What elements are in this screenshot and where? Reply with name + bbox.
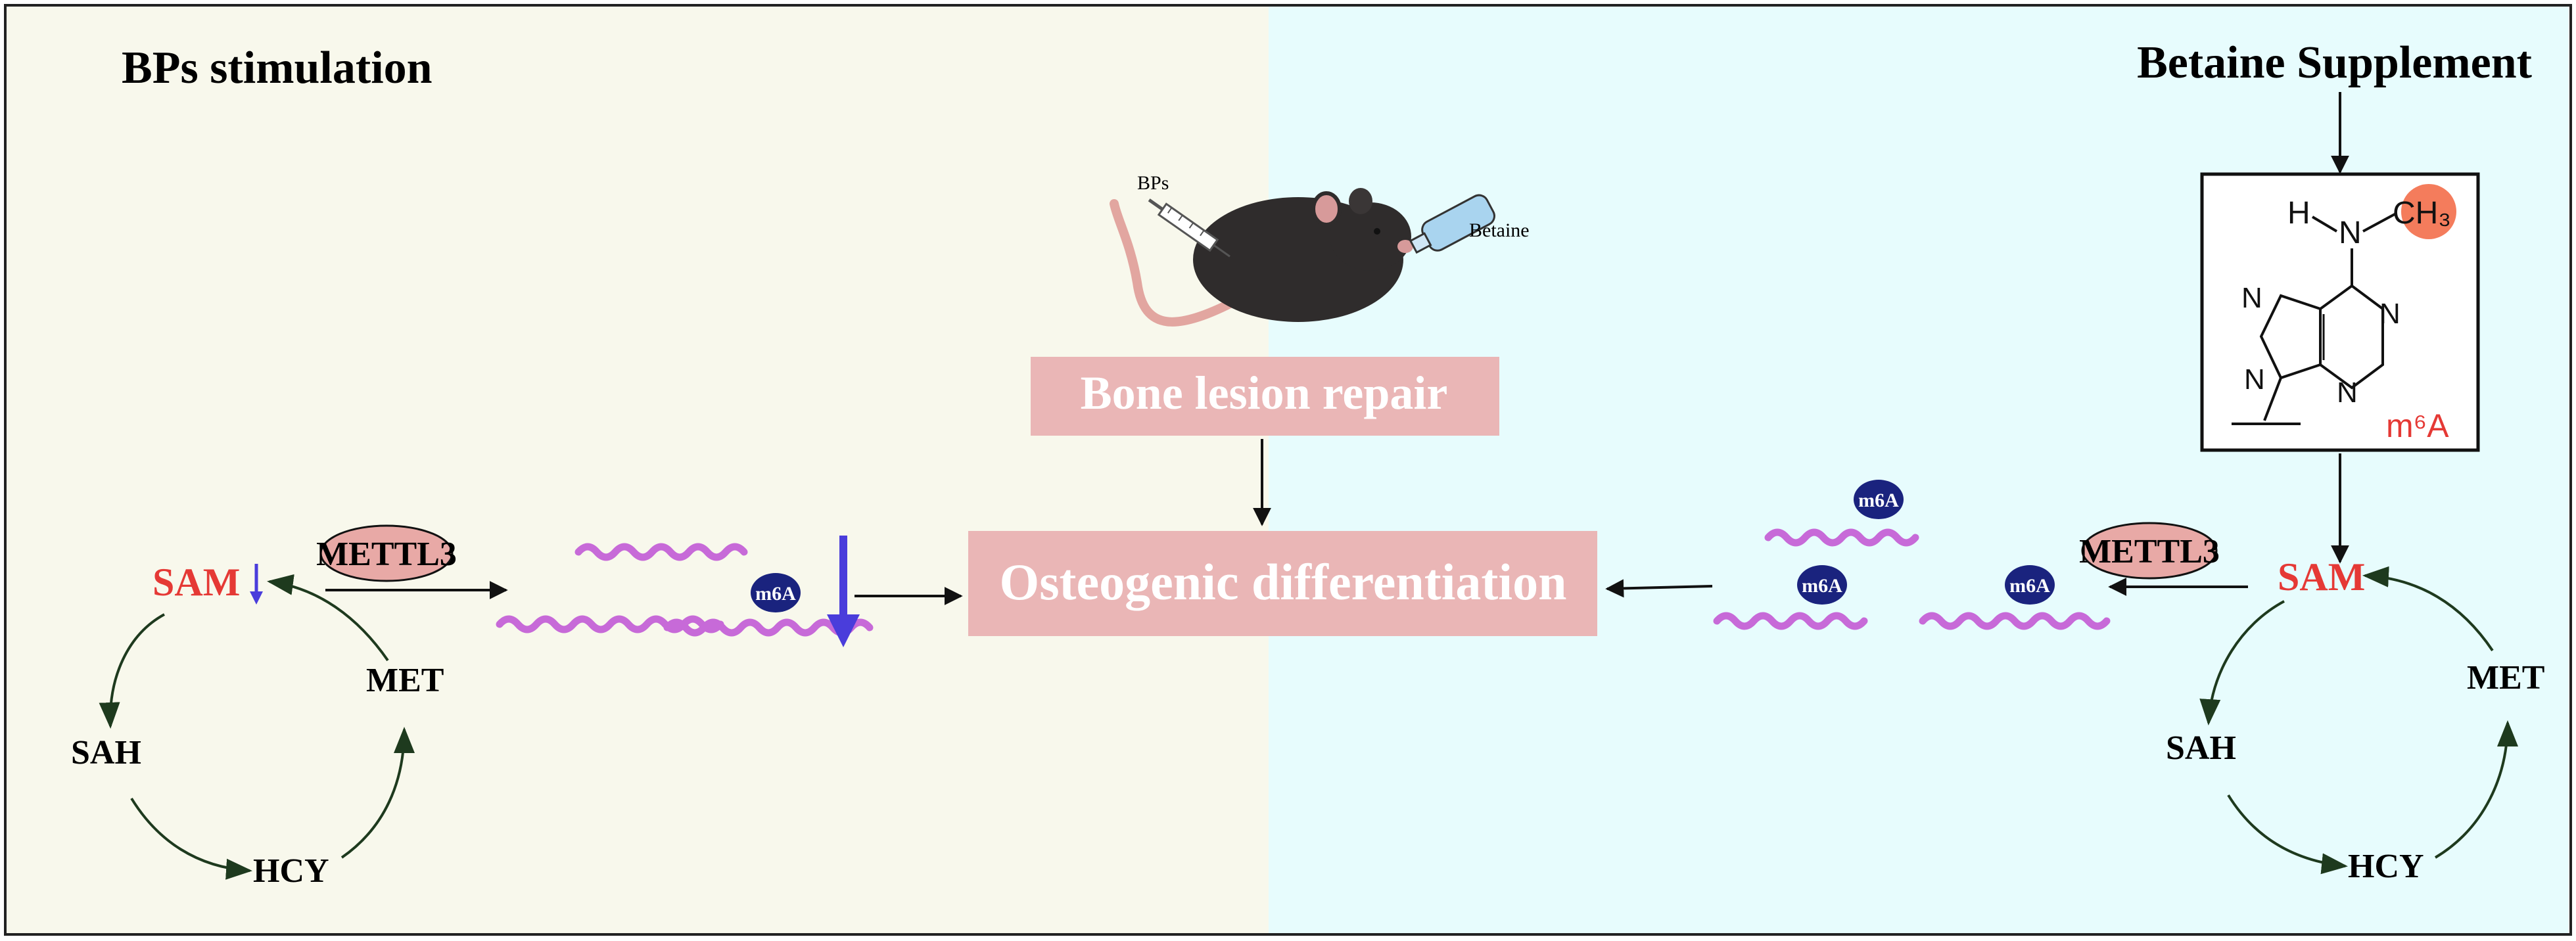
left-panel-background: [7, 7, 1269, 933]
sah-to-hcy-arrow: [130, 797, 252, 880]
m6a-badge-label: m6A: [1802, 575, 1842, 597]
met-to-sam-arrow: [267, 574, 389, 662]
bps-label: BPs: [1137, 172, 1169, 194]
right-to-osteo-arrow: [1605, 579, 1713, 598]
figure-border: [4, 4, 2572, 936]
m6a-badge-label: m6A: [1858, 490, 1899, 511]
mouse-eye: [1374, 228, 1380, 235]
left-sah-label: SAH: [71, 734, 141, 771]
right-mettl3-label: METTL3: [2079, 533, 2220, 570]
bottle-icon: [1409, 194, 1495, 254]
right-mettl3-ellipse: [2081, 522, 2218, 580]
sam-to-sah-arrow: [99, 613, 165, 729]
rna-strand: [574, 543, 748, 561]
struct-m6a-label: m⁶A: [2386, 407, 2449, 444]
struct-n-amine: N: [2339, 216, 2362, 250]
right-panel-title: Betaine Supplement: [2137, 37, 2532, 88]
left-hcy-label: HCY: [253, 852, 329, 890]
methyl-highlight: [2401, 184, 2456, 239]
struct-methyl: CH₃: [2393, 196, 2451, 231]
m6a-decrease-arrow-icon: [827, 536, 860, 647]
right-sam-cycle: SAM SAH HCY MET: [2166, 555, 2544, 885]
left-sam-label: SAM: [152, 561, 240, 604]
left-sam-cycle: SAM SAH HCY MET: [71, 561, 444, 890]
struct-ring-n: N: [2244, 363, 2265, 396]
met-to-sam-arrow: [2362, 566, 2494, 652]
syringe-icon: [1148, 198, 1230, 258]
rna-strand: [1713, 612, 1868, 630]
left-met-label: MET: [366, 662, 444, 699]
right-met-label: MET: [2467, 659, 2544, 697]
osteogenic-label: Osteogenic differentiation: [1000, 553, 1567, 610]
right-sah-label: SAH: [2166, 729, 2236, 767]
m6a-badge: [751, 573, 801, 612]
mouse-ear: [1349, 188, 1372, 214]
left-mettl3-ellipse: [319, 524, 454, 582]
betaine-label: Betaine: [1469, 219, 1530, 241]
m6a-badge-label: m6A: [755, 583, 796, 605]
struct-ring-n: N: [2241, 282, 2262, 314]
osteogenic-box: [968, 531, 1597, 636]
hcy-to-met-arrow: [2434, 720, 2518, 859]
rna-strand: [1919, 612, 2111, 630]
struct-ring-n: N: [2379, 298, 2400, 330]
bone-lesion-label: Bone lesion repair: [1081, 367, 1448, 419]
right-sam-label: SAM: [2278, 555, 2365, 599]
right-panel-background: [1269, 7, 2569, 933]
hcy-to-met-arrow: [340, 727, 415, 859]
mouse-tail: [1110, 199, 1244, 327]
left-panel-title: BPs stimulation: [122, 43, 433, 93]
mouse-illustration: [1110, 188, 1413, 327]
left-mettl3-label: METTL3: [316, 536, 457, 573]
rna-strand: [1764, 528, 1919, 547]
sam-to-sah-arrow: [2199, 600, 2285, 725]
mouse-ear: [1311, 191, 1342, 227]
mouse-head: [1330, 202, 1411, 271]
bone-lesion-box: [1031, 357, 1499, 436]
m6a-badge: [2005, 565, 2055, 605]
right-rna-group: m6A m6A m6A: [1713, 480, 2111, 630]
sah-to-hcy-arrow: [2227, 794, 2348, 875]
right-hcy-label: HCY: [2348, 848, 2424, 885]
mouse-nose: [1397, 240, 1413, 253]
m6a-badge: [1854, 480, 1904, 519]
struct-h: H: [2287, 196, 2310, 231]
sam-decrease-arrow-icon: [250, 564, 263, 605]
struct-ring-n: N: [2337, 377, 2358, 409]
m6a-badge: [1797, 565, 1847, 605]
m6a-structure: H N CH₃ N N N N m⁶A: [2200, 172, 2480, 452]
m6a-badge-label: m6A: [2009, 575, 2050, 597]
